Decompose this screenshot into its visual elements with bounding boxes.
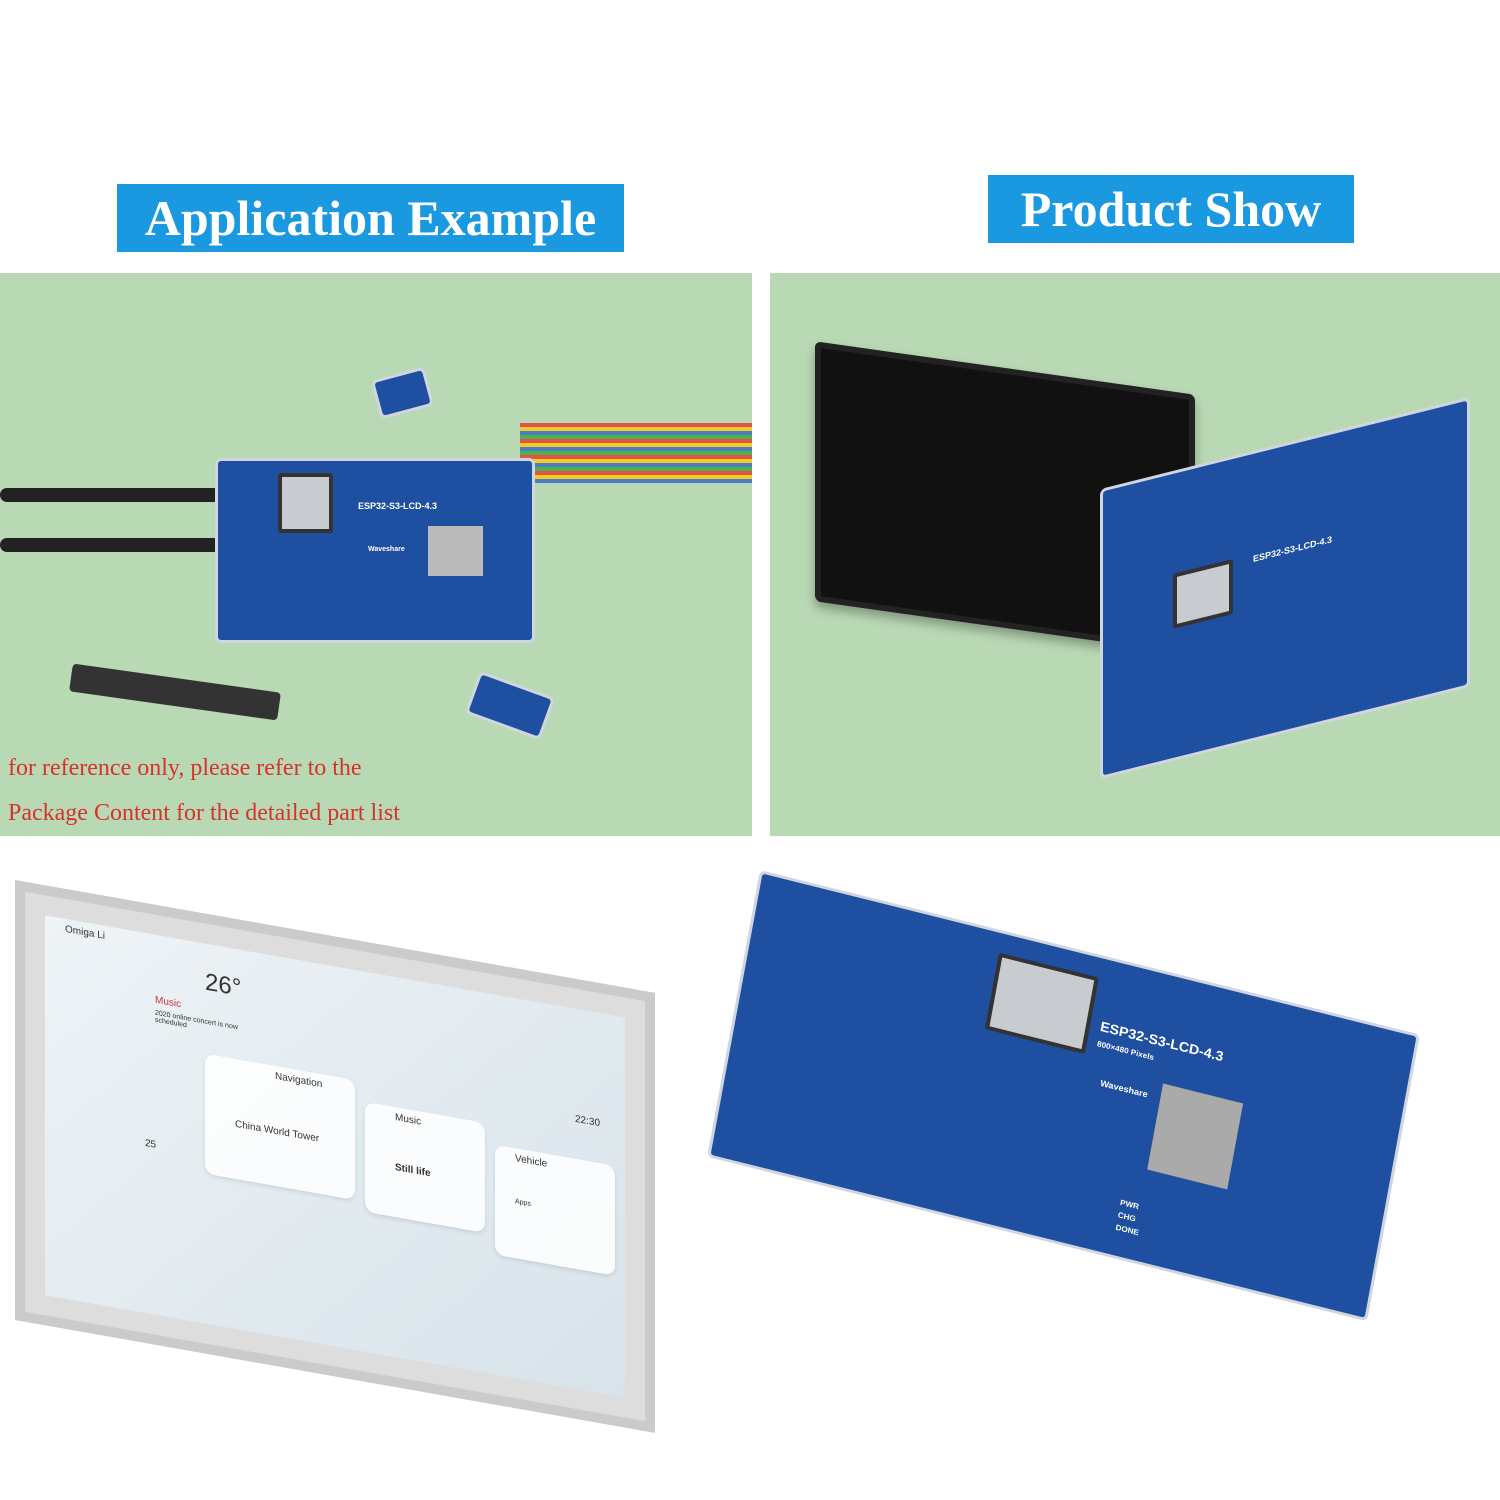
song-title: Still life <box>395 1162 431 1180</box>
clock: 22:30 <box>575 1113 601 1130</box>
apps-label: Apps <box>515 1198 531 1208</box>
status-number: 25 <box>145 1137 157 1151</box>
esp32-module <box>984 952 1099 1054</box>
vehicle-label: Vehicle <box>515 1153 548 1170</box>
esp32-board-large: ESP32-S3-LCD-4.3 800×480 Pixels Waveshar… <box>707 870 1420 1322</box>
application-example-photo: ESP32-S3-LCD-4.3 Waveshare <box>0 273 752 836</box>
esp32-board: ESP32-S3-LCD-4.3 Waveshare <box>215 458 535 643</box>
esp32-module <box>278 473 333 533</box>
temperature: 26° <box>205 968 242 1002</box>
user-name: Omiga Li <box>65 923 106 942</box>
led-pwr-label: PWR <box>1119 1198 1140 1212</box>
music-card-label: Music <box>395 1112 422 1128</box>
led-done-label: DONE <box>1114 1222 1140 1238</box>
nav-destination: China World Tower <box>235 1118 320 1145</box>
board-model-label: ESP32-S3-LCD-4.3 <box>358 501 438 511</box>
board-model-label: ESP32-S3-LCD-4.3 <box>1099 1018 1225 1065</box>
brand-label: Waveshare <box>368 546 405 553</box>
application-example-header: Application Example <box>117 184 624 252</box>
sensor-wires <box>520 423 752 483</box>
led-chg-label: CHG <box>1117 1210 1137 1224</box>
camera-module <box>69 663 281 721</box>
music-desc: 2020 online concert is now scheduled <box>155 1009 238 1032</box>
navigation-card[interactable]: Navigation China World Tower <box>205 1053 355 1200</box>
esp32-module <box>1173 558 1233 629</box>
usb-cable <box>0 488 230 502</box>
ffc-cable <box>1147 1083 1244 1190</box>
board-model-label: ESP32-S3-LCD-4.3 <box>1253 534 1333 564</box>
music-card[interactable]: Music Still life <box>365 1101 485 1233</box>
product-show-header: Product Show <box>988 175 1354 243</box>
nav-label: Navigation <box>275 1070 323 1091</box>
ffc-cable <box>428 526 483 576</box>
vehicle-card[interactable]: Vehicle Apps <box>495 1144 615 1276</box>
product-show-photo: ESP32-S3-LCD-4.3 <box>770 273 1500 836</box>
reference-note-line1: for reference only, please refer to the <box>8 755 362 781</box>
reference-note-line2: Package Content for the detailed part li… <box>8 800 400 826</box>
music-title: Music <box>155 994 182 1011</box>
usb-cable <box>0 538 230 552</box>
sensor-module <box>464 670 556 741</box>
brand-label: Waveshare <box>1099 1078 1149 1100</box>
lcd-display-photo: Omiga Li 26° Music 2020 online concert i… <box>15 880 655 1433</box>
sensor-module <box>370 366 435 420</box>
